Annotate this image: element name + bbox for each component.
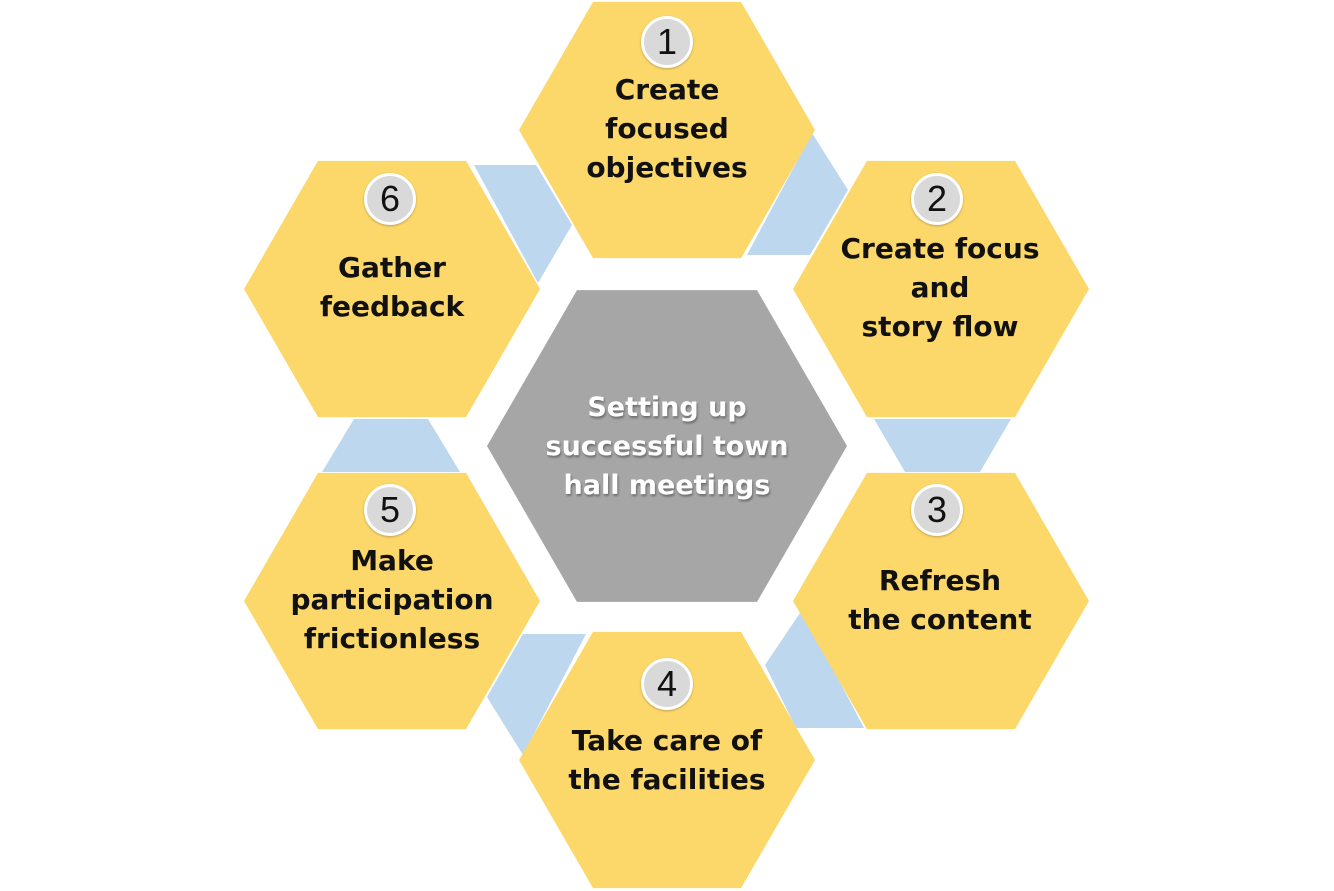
step-6-label-line: feedback (319, 290, 465, 323)
step-4-label-line: the facilities (568, 763, 766, 796)
connector-band-2 (874, 419, 1011, 472)
step-6-label-line: Gather (338, 251, 446, 284)
step-5-number-badge: 5 (364, 484, 416, 536)
connector-band-5 (322, 419, 460, 472)
connector-band-6 (474, 165, 572, 283)
step-5-label: Make participation frictionless (252, 541, 532, 658)
center-title-line: successful town (545, 430, 789, 462)
step-1-label-line: Create (614, 73, 720, 106)
step-3-label-line: the content (848, 603, 1032, 636)
step-1-label-line: focused (605, 112, 729, 145)
step-6-number-badge: 6 (364, 173, 416, 225)
center-title: Setting up successful town hall meetings (487, 290, 847, 602)
center-hexagon (487, 290, 847, 602)
step-2-hexagon (793, 160, 1089, 418)
step-2-number-badge: 2 (911, 173, 963, 225)
connector-band-4 (487, 634, 586, 755)
step-1-label-line: objectives (586, 151, 748, 184)
step-2-label-line: story flow (861, 310, 1019, 343)
step-2-label-line: Create focus (840, 232, 1040, 265)
step-4-hexagon (519, 631, 815, 889)
step-4-label-line: Take care of (571, 724, 763, 757)
step-2-label: Create focus and story flow (800, 229, 1080, 346)
step-4-label: Take care of the facilities (537, 721, 797, 799)
step-3-hexagon (793, 472, 1089, 730)
center-title-line: hall meetings (563, 469, 771, 501)
step-3-label: Refresh the content (800, 561, 1080, 639)
step-3-number-badge: 3 (911, 484, 963, 536)
step-3-label-line: Refresh (878, 564, 1002, 597)
step-1-number-badge: 1 (641, 16, 693, 68)
step-6-hexagon (244, 160, 540, 418)
step-1-hexagon (519, 1, 815, 259)
step-5-label-line: frictionless (303, 622, 481, 655)
center-title-line: Setting up (587, 391, 747, 423)
step-6-label: Gather feedback (262, 248, 522, 326)
step-2-label-line: and (910, 271, 970, 304)
step-1-label: Create focused objectives (537, 70, 797, 187)
connector-band-1 (747, 133, 848, 255)
step-4-number-badge: 4 (641, 658, 693, 710)
step-5-label-line: participation (290, 583, 494, 616)
step-5-label-line: Make (350, 544, 434, 577)
step-5-hexagon (244, 472, 540, 730)
connector-band-3 (765, 610, 864, 728)
